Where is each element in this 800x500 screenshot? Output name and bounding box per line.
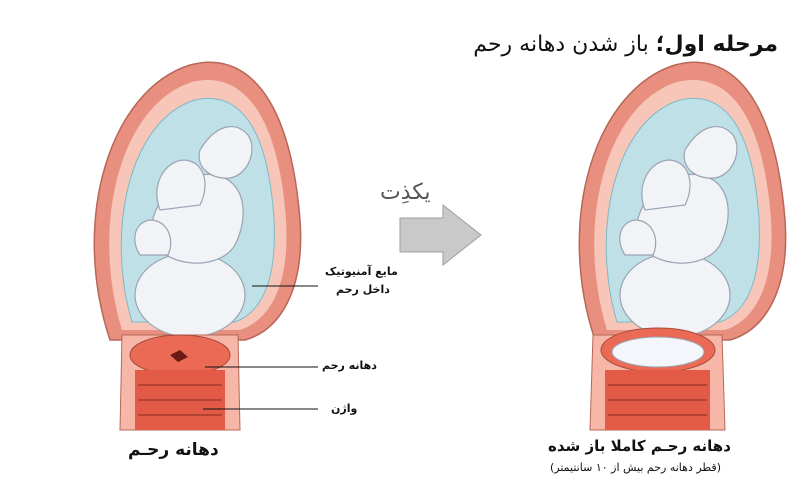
page-title: مرحله اول؛ باز شدن دهانه رحم	[473, 32, 778, 57]
label-amniotic-fluid-line2: داخل رحم	[336, 283, 390, 296]
uterus-illustration-right	[578, 61, 787, 431]
caption-left: دهانه رحـم	[128, 440, 219, 460]
label-vagina: واژن	[331, 402, 358, 415]
baby-left	[134, 126, 253, 338]
page-title-bold: مرحله اول؛	[655, 32, 778, 57]
page-title-rest: باز شدن دهانه رحم	[473, 32, 656, 57]
label-cervix: دهانه رحم	[322, 359, 377, 372]
uterus-illustration-left	[93, 61, 302, 431]
vagina-left	[135, 370, 225, 430]
label-amniotic-fluid-line1: مایع آمنیوتیک	[325, 265, 398, 278]
caption-right-main: دهانه رحـم کاملا باز شده	[548, 437, 731, 455]
logo: یکذِت	[380, 180, 431, 205]
vagina-right	[605, 370, 710, 430]
baby-head-visible-right	[611, 336, 705, 368]
right-arrow-icon	[399, 203, 482, 267]
baby-right	[619, 126, 738, 338]
caption-right-sub: (قطر دهانه رحم بیش از ۱۰ سانتیمتر)	[550, 461, 721, 474]
cervix-os-left	[170, 350, 188, 362]
